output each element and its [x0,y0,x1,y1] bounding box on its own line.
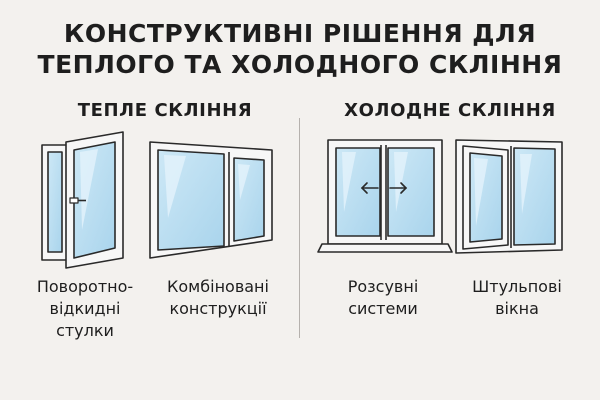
cold-glazing-heading: ХОЛОДНЕ СКЛІННЯ [344,100,556,121]
title-line-1: КОНСТРУКТИВНІ РІШЕННЯ ДЛЯ [63,19,537,48]
caption-sliding: Розсувні системи [318,276,448,320]
section-divider [299,118,300,338]
caption-line: відкидні [49,299,121,318]
sliding-window-icon [317,139,453,253]
title-line-2: ТЕПЛОГО ТА ХОЛОДНОГО СКЛІННЯ [37,50,563,79]
caption-line: конструкції [169,299,267,318]
caption-line: Комбіновані [167,277,269,296]
caption-shtulp: Штульпові вікна [452,276,582,320]
warm-glazing-heading: ТЕПЛЕ СКЛІННЯ [77,100,253,121]
caption-combined: Комбіновані конструкції [148,276,288,320]
caption-line: вікна [495,299,539,318]
tilt-turn-window-icon [41,131,124,269]
combined-window-icon [149,141,273,259]
caption-line: Штульпові [472,277,562,296]
caption-line: стулки [56,321,114,340]
shtulp-window-icon [455,139,563,254]
page-title: КОНСТРУКТИВНІ РІШЕННЯ ДЛЯ ТЕПЛОГО ТА ХОЛ… [0,18,600,80]
caption-line: системи [348,299,418,318]
sliding-arrows-icon [360,182,408,194]
caption-tilt-turn: Поворотно- відкидні стулки [20,276,150,342]
caption-line: Розсувні [347,277,419,296]
caption-line: Поворотно- [36,277,134,296]
